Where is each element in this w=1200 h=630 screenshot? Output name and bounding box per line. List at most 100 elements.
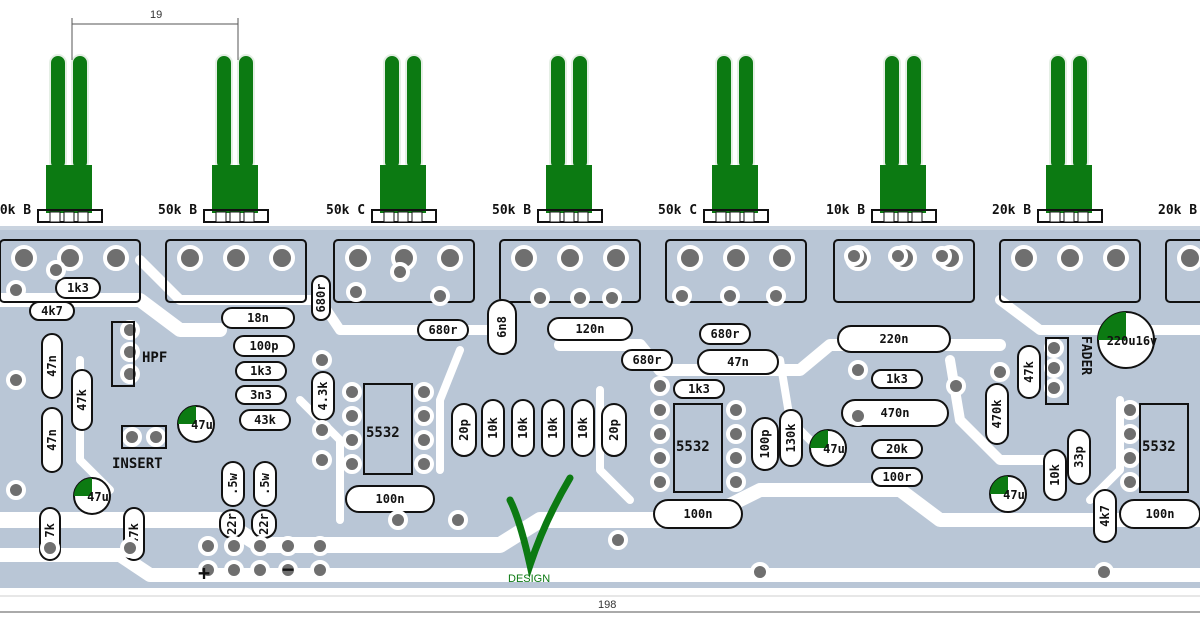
component-label: 20k xyxy=(886,442,908,456)
pot-shaft xyxy=(37,54,103,223)
component-label: 10k xyxy=(516,416,530,438)
component-c-100n-c: 100n xyxy=(1119,499,1200,529)
pad xyxy=(46,260,66,280)
pad xyxy=(844,246,864,266)
capacitor-c-47u-a: 47u xyxy=(177,405,215,443)
component-r-4k7-a: 4k7 xyxy=(29,301,75,321)
component-r-43k-b: 4.3k xyxy=(311,371,335,421)
pad xyxy=(346,282,366,302)
pad xyxy=(1120,472,1140,492)
pad xyxy=(1057,245,1083,271)
pad xyxy=(312,450,332,470)
component-r-100r: 100r xyxy=(871,467,923,487)
pad xyxy=(57,245,83,271)
component-label: 470n xyxy=(881,406,910,420)
component-label: 4k7 xyxy=(41,304,63,318)
component-label: 680r xyxy=(711,327,740,341)
pot-footprint xyxy=(1165,239,1200,303)
component-label: 10k xyxy=(546,416,560,438)
component-label: .5w xyxy=(226,472,240,494)
component-label: 33p xyxy=(1072,446,1086,468)
capacitor-c-47u-c: 47u xyxy=(809,429,847,467)
component-r-10k-a: 10k xyxy=(481,399,505,457)
pad xyxy=(769,245,795,271)
component-label: 47n xyxy=(45,355,59,377)
pad xyxy=(223,245,249,271)
pad xyxy=(990,362,1010,382)
pad xyxy=(6,370,26,390)
component-r-470k: 470k xyxy=(985,383,1009,445)
pot-footprint xyxy=(333,239,475,303)
pad xyxy=(198,536,218,556)
board-width-dimension: 198 xyxy=(0,595,1200,613)
component-label: 20p xyxy=(457,419,471,441)
component-label: 100n xyxy=(376,492,405,506)
component-r-4k7-b: 4k7 xyxy=(1093,489,1117,543)
component-c-100n-a: 100n xyxy=(345,485,435,513)
pot-spacing-label: 19 xyxy=(150,9,162,21)
component-label: 43k xyxy=(254,413,276,427)
component-r-5w-a: .5w xyxy=(221,461,245,507)
component-r-22r-a: 22r xyxy=(219,509,245,539)
component-c-100p-b: 100p xyxy=(751,417,779,471)
capacitor-label: 220u16v xyxy=(1107,334,1158,348)
pad xyxy=(6,280,26,300)
pad xyxy=(1011,245,1037,271)
pot-label: 50k B xyxy=(158,203,197,218)
component-label: 1k3 xyxy=(250,364,272,378)
pad xyxy=(310,560,330,580)
pad xyxy=(342,382,362,402)
component-label: 1k3 xyxy=(67,281,89,295)
component-r-680r-b: 680r xyxy=(417,319,469,341)
pot-label: 50k C xyxy=(326,203,365,218)
pad xyxy=(224,536,244,556)
component-r-1k3-d: 1k3 xyxy=(871,369,923,389)
component-label: 100p xyxy=(250,339,279,353)
pad xyxy=(388,510,408,530)
pad xyxy=(602,288,622,308)
pad xyxy=(570,288,590,308)
pad xyxy=(1044,358,1064,378)
pad xyxy=(726,400,746,420)
pot-footprint xyxy=(999,239,1141,303)
component-c-100n-b: 100n xyxy=(653,499,743,529)
component-label: 130k xyxy=(784,423,798,453)
pad xyxy=(1120,424,1140,444)
pad xyxy=(414,382,434,402)
ic-label: 5532 xyxy=(366,425,400,441)
component-label: 22r xyxy=(257,513,271,535)
pad xyxy=(726,424,746,444)
pad xyxy=(511,245,537,271)
pad xyxy=(312,350,332,370)
pad xyxy=(250,536,270,556)
pad xyxy=(720,286,740,306)
component-c-20p-b: 20p xyxy=(601,403,627,457)
pad xyxy=(750,562,770,582)
pot-shaft xyxy=(371,54,437,223)
pot-shaft xyxy=(203,54,269,223)
pad xyxy=(342,406,362,426)
pad xyxy=(342,454,362,474)
pad xyxy=(6,480,26,500)
insert-label: INSERT xyxy=(112,456,163,472)
pad xyxy=(946,376,966,396)
pad xyxy=(650,424,670,444)
hpf-label: HPF xyxy=(142,350,167,366)
ic-left: 5532 xyxy=(363,383,413,475)
pad xyxy=(650,376,670,396)
fader-header xyxy=(1045,337,1069,405)
component-label: .5w xyxy=(258,472,272,494)
pad xyxy=(278,560,298,580)
capacitor-c-47u-d: 47u xyxy=(989,475,1027,513)
component-label: 100n xyxy=(1146,507,1175,521)
pot-shafts xyxy=(37,54,1103,223)
component-r-1k3-a: 1k3 xyxy=(55,277,101,299)
component-c-220n: 220n xyxy=(837,325,951,353)
pad xyxy=(650,400,670,420)
component-label: 220n xyxy=(880,332,909,346)
hpf-header xyxy=(111,321,135,387)
pad xyxy=(312,420,332,440)
component-label: 22r xyxy=(225,513,239,535)
